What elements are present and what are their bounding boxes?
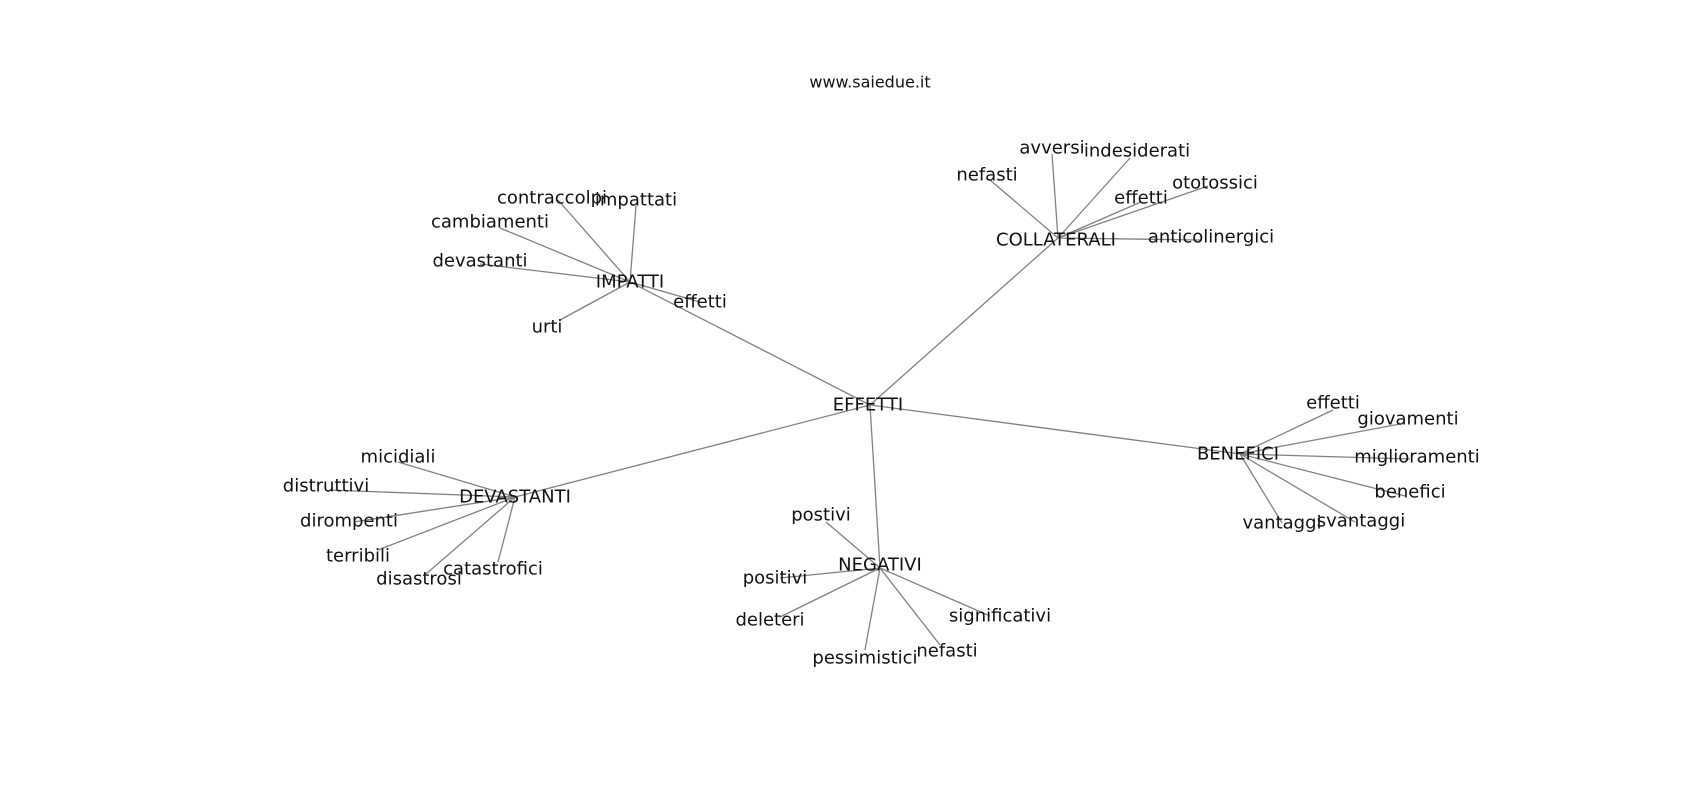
edge-negativi-pessimistici [864, 567, 881, 651]
edges-layer [329, 153, 1411, 651]
leaf-node-cambiamenti: cambiamenti [431, 212, 549, 233]
edge-impatti-contraccolpi [557, 199, 631, 283]
leaf-node-impattati: impattati [595, 190, 677, 211]
edge-impatti-devastanti [479, 263, 631, 283]
leaf-node-deleteri: deleteri [735, 610, 804, 631]
leaf-node-catastrofici: catastrofici [443, 559, 543, 580]
edge-collaterali-avversi [1051, 153, 1059, 239]
leaf-node-anticolinergici: anticolinergici [1148, 227, 1274, 248]
edge-collaterali-effetti [1057, 201, 1142, 239]
group-node-impatti: IMPATTI [596, 272, 664, 293]
edge-collaterali-anticolinergici [1057, 237, 1201, 241]
leaf-node-nefasti: nefasti [916, 641, 977, 662]
edge-devastanti-dirompenti [353, 496, 516, 523]
leaf-node-miglioramenti: miglioramenti [1354, 447, 1479, 468]
edge-benefici-miglioramenti [1239, 453, 1411, 460]
leaf-node-nefasti: nefasti [956, 165, 1017, 186]
leaf-node-positivi: positivi [743, 568, 808, 589]
edge-root-impatti [629, 281, 871, 406]
edge-impatti-effetti [629, 281, 701, 303]
edge-devastanti-catastrofici [497, 496, 516, 563]
leaf-node-disastrosi: disastrosi [376, 569, 462, 590]
leaf-node-giovamenti: giovamenti [1357, 409, 1458, 430]
edge-negativi-nefasti [879, 567, 941, 646]
edge-impatti-urti [559, 281, 631, 321]
edge-devastanti-terribili [377, 496, 516, 551]
edge-benefici-giovamenti [1239, 423, 1401, 455]
edge-benefici-vantaggi [1239, 453, 1283, 524]
edge-negativi-significativi [879, 567, 991, 617]
edge-benefici-svantaggi [1239, 453, 1356, 523]
leaf-node-avversi: avversi [1019, 138, 1084, 159]
group-node-benefici: BENEFICI [1197, 444, 1279, 465]
leaf-node-pessimistici: pessimistici [812, 648, 917, 669]
root-node-label: EFFETTI [833, 395, 903, 416]
edge-benefici-effetti [1239, 409, 1334, 455]
leaf-node-dirompenti: dirompenti [300, 511, 398, 532]
leaf-node-effetti: effetti [673, 292, 727, 313]
edge-devastanti-disastrosi [425, 496, 516, 575]
leaf-node-ototossici: ototossici [1172, 173, 1258, 194]
leaf-node-indesiderati: indesiderati [1084, 141, 1190, 162]
leaf-node-effetti: effetti [1114, 188, 1168, 209]
leaf-node-micidiali: micidiali [361, 447, 436, 468]
edge-negativi-deleteri [779, 567, 881, 618]
site-url-text: www.saiedue.it [809, 73, 930, 92]
edge-devastanti-distruttivi [329, 489, 516, 498]
leaf-node-contraccolpi: contraccolpi [497, 188, 607, 209]
leaf-node-distruttivi: distruttivi [283, 476, 369, 497]
group-node-collaterali: COLLATERALI [996, 230, 1116, 251]
leaf-node-postivi: postivi [791, 505, 851, 526]
edge-root-benefici [869, 404, 1241, 455]
edge-negativi-positivi [779, 567, 881, 579]
edge-impatti-impattati [629, 205, 637, 283]
leaf-node-svantaggi: svantaggi [1317, 511, 1405, 532]
leaf-node-benefici: benefici [1374, 482, 1445, 503]
leaf-node-effetti: effetti [1306, 393, 1360, 414]
edge-root-devastanti [514, 404, 871, 498]
edge-collaterali-indesiderati [1057, 157, 1131, 239]
edge-impatti-cambiamenti [499, 227, 631, 283]
leaf-node-urti: urti [532, 317, 563, 338]
edge-collaterali-nefasti [989, 179, 1059, 239]
leaf-node-vantaggi: vantaggi [1242, 513, 1321, 534]
edge-benefici-benefici [1239, 453, 1406, 497]
group-node-devastanti: DEVASTANTI [459, 487, 571, 508]
leaf-node-terribili: terribili [326, 546, 390, 567]
edge-collaterali-ototossici [1057, 185, 1209, 239]
group-node-negativi: NEGATIVI [838, 555, 922, 576]
edge-negativi-postivi [825, 521, 881, 569]
edge-root-collaterali [869, 237, 1059, 406]
edge-devastanti-micidiali [397, 461, 516, 498]
leaf-node-significativi: significativi [949, 606, 1051, 627]
edge-root-negativi [869, 404, 881, 569]
leaf-node-devastanti: devastanti [432, 251, 527, 272]
